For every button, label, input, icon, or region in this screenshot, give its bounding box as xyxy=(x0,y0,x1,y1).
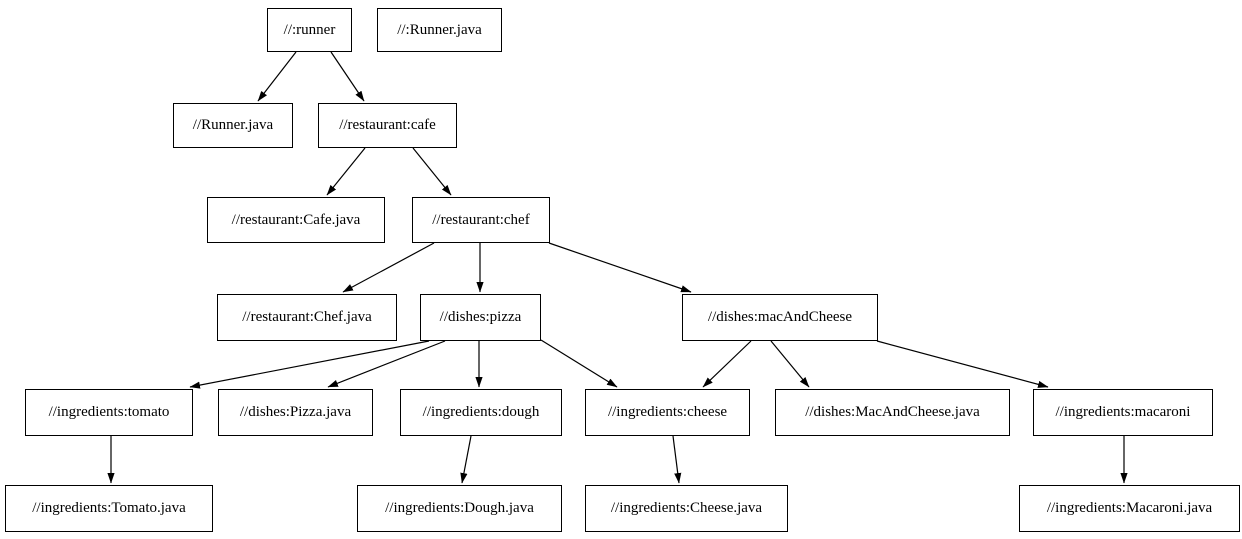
node-pizza-java: //dishes:Pizza.java xyxy=(218,389,373,436)
edge-pizza-to-tomato xyxy=(189,340,430,389)
node-cheese-java: //ingredients:Cheese.java xyxy=(585,485,788,532)
node-mac-and-cheese: //dishes:macAndCheese xyxy=(682,294,878,341)
edge-chef-to-mac-and-cheese xyxy=(548,242,692,293)
node-chef: //restaurant:chef xyxy=(412,197,550,243)
edge-mac-and-cheese-to-cheese xyxy=(702,340,752,388)
node-dough-java: //ingredients:Dough.java xyxy=(357,485,562,532)
node-runner-java-file: //:Runner.java xyxy=(377,8,502,52)
edge-pizza-to-pizza-java xyxy=(327,340,446,388)
node-dough: //ingredients:dough xyxy=(400,389,562,436)
node-runner-java: //Runner.java xyxy=(173,103,293,148)
edge-cafe-to-chef xyxy=(412,147,452,196)
node-cheese: //ingredients:cheese xyxy=(585,389,750,436)
edge-runner-to-runner-java xyxy=(257,51,297,102)
node-macaroni-java: //ingredients:Macaroni.java xyxy=(1019,485,1240,532)
edge-mac-and-cheese-to-macaroni xyxy=(876,340,1049,388)
node-tomato: //ingredients:tomato xyxy=(25,389,193,436)
node-macaroni: //ingredients:macaroni xyxy=(1033,389,1213,436)
node-cafe: //restaurant:cafe xyxy=(318,103,457,148)
edge-dough-to-dough-java xyxy=(460,435,472,484)
edge-cheese-to-cheese-java xyxy=(672,435,682,484)
node-pizza: //dishes:pizza xyxy=(420,294,541,341)
edge-runner-to-cafe xyxy=(330,51,365,102)
node-chef-java: //restaurant:Chef.java xyxy=(217,294,397,341)
edge-mac-and-cheese-to-mac-and-cheese-java xyxy=(770,340,810,388)
edge-cafe-to-cafe-java xyxy=(326,147,366,196)
node-cafe-java: //restaurant:Cafe.java xyxy=(207,197,385,243)
node-mac-and-cheese-java: //dishes:MacAndCheese.java xyxy=(775,389,1010,436)
node-runner: //:runner xyxy=(267,8,352,52)
node-tomato-java: //ingredients:Tomato.java xyxy=(5,485,213,532)
edge-pizza-to-cheese xyxy=(540,339,618,388)
edge-chef-to-chef-java xyxy=(342,242,435,293)
